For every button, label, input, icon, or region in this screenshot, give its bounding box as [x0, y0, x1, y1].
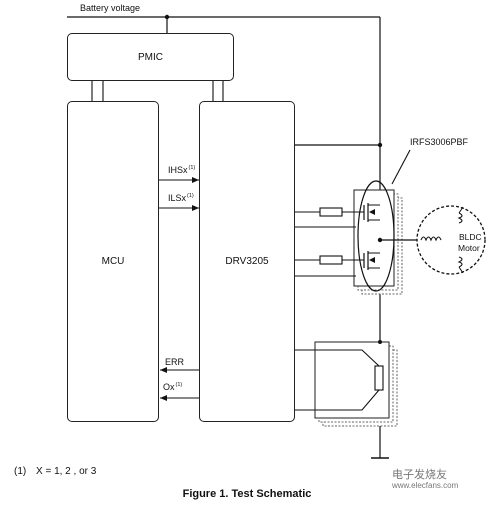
ox-label: Ox(1): [163, 382, 183, 392]
footnote-text: X = 1, 2 , or 3: [36, 466, 97, 477]
gate-resistor-low: [319, 255, 343, 265]
pmic-label: PMIC: [138, 52, 163, 63]
watermark-cn: 电子发烧友: [392, 469, 447, 481]
load-resistor: [374, 365, 384, 391]
part-number-label: IRFS3006PBF: [410, 137, 469, 147]
mosfet-highlight-ellipse: [357, 180, 395, 292]
motor-label-line2: Motor: [458, 243, 480, 253]
bldc-motor-symbol: [416, 205, 486, 275]
battery-voltage-label: Battery voltage: [80, 3, 141, 13]
err-label: ERR: [165, 357, 185, 367]
drv3205-label: DRV3205: [225, 256, 269, 267]
footnote-marker: (1): [14, 466, 27, 477]
pmic-block: PMIC: [67, 33, 234, 81]
figure-caption: Figure 1. Test Schematic: [182, 488, 312, 500]
drv3205-block: DRV3205: [199, 101, 295, 422]
ihs-label: IHSx(1): [168, 165, 196, 175]
mcu-block: MCU: [67, 101, 159, 422]
motor-label-line1: BLDC: [459, 232, 482, 242]
part-leader-line: [391, 149, 411, 185]
low-side-mosfet-symbol: [363, 251, 380, 270]
mcu-label: MCU: [101, 256, 125, 267]
ils-label: ILSx(1): [168, 193, 194, 203]
battery-junction-dot: [164, 14, 170, 20]
watermark-url: www.elecfans.com: [392, 481, 459, 490]
power-stage-board: [353, 189, 395, 287]
gate-resistor-high: [319, 207, 343, 217]
high-side-mosfet-symbol: [363, 203, 380, 222]
